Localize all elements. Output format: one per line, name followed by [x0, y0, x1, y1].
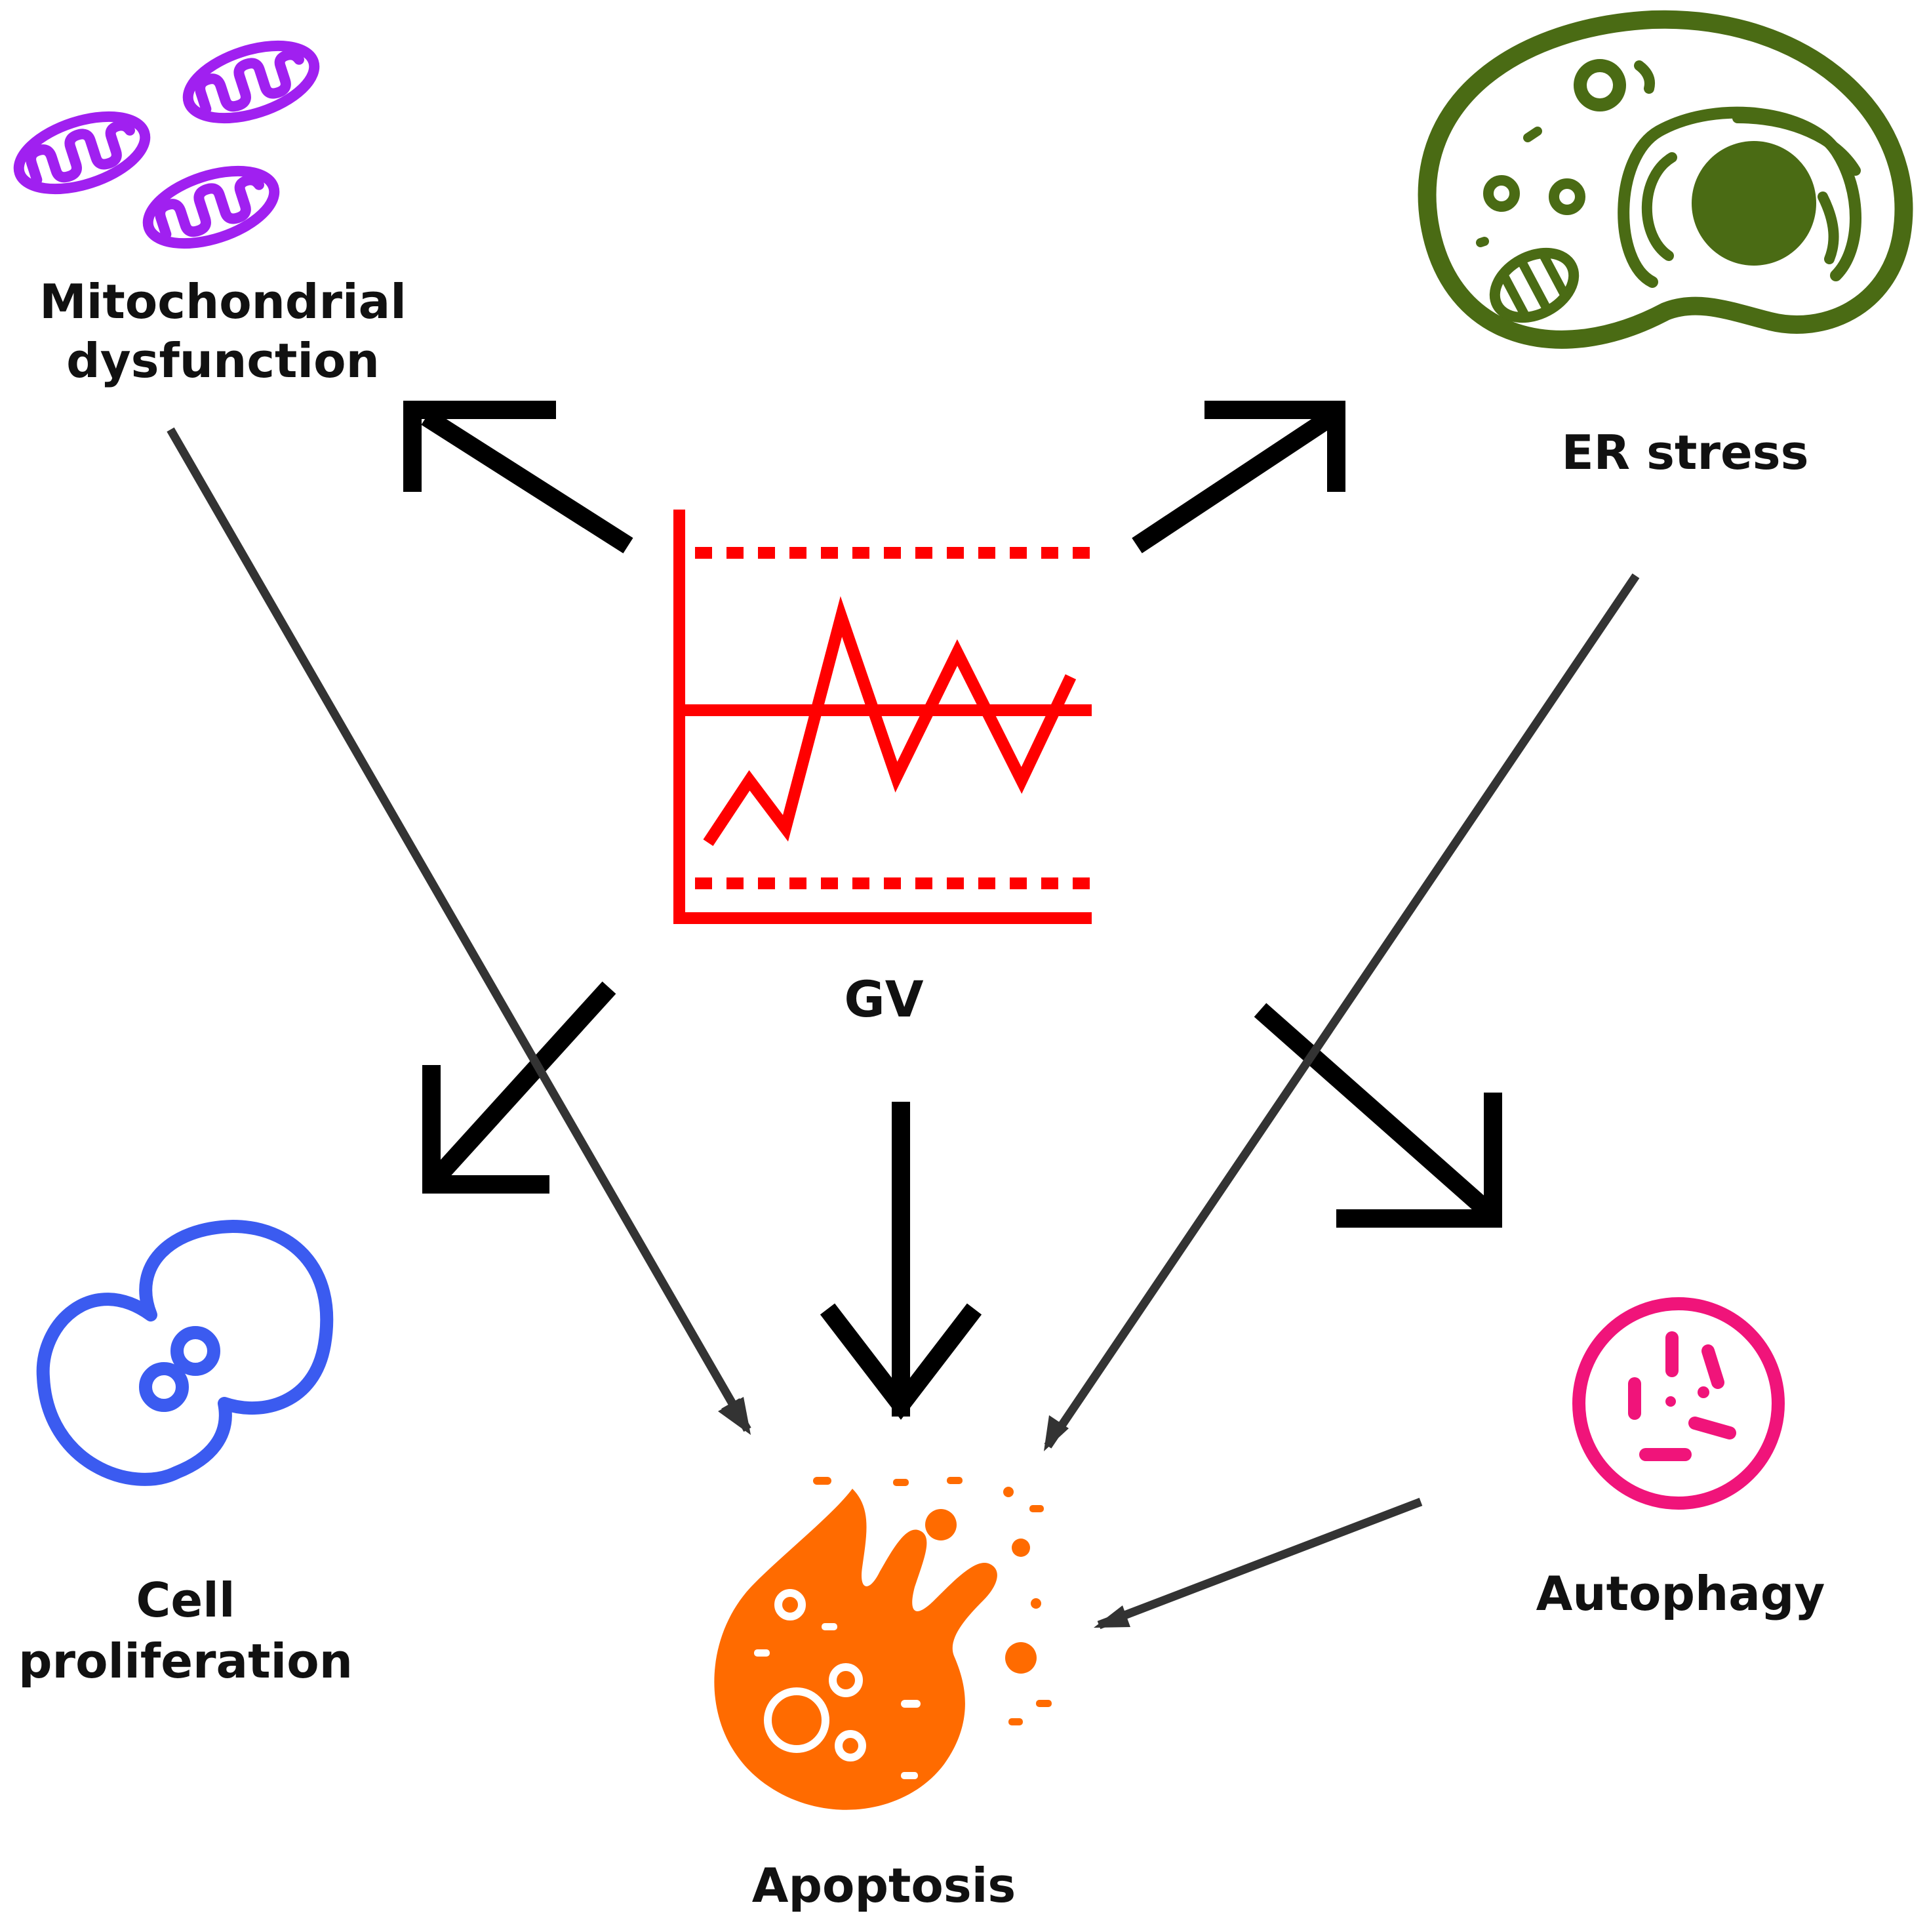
- autophagy-label: Autophagy: [1536, 1566, 1825, 1621]
- gv-arrows: [403, 401, 1502, 1420]
- arrow-gv-to-cell-proliferation: [422, 981, 616, 1194]
- cell-er-icon: [1418, 10, 1913, 349]
- gv-label: GV: [844, 970, 923, 1028]
- mitochondrial-label-line1: Mitochondrial: [39, 274, 407, 329]
- arrow-er-stress-to-apoptosis: [1044, 573, 1640, 1449]
- autophagy-icon: [1572, 1297, 1785, 1510]
- arrowhead-autophagy: [1094, 1605, 1130, 1628]
- arrow-autophagy-to-apoptosis: [1097, 1497, 1423, 1630]
- thin-arrowheads: [718, 1397, 1130, 1628]
- arrow-mitochondrial-to-apoptosis: [167, 427, 751, 1432]
- arrow-gv-to-mitochondrial: [403, 401, 633, 553]
- cell-proliferation-icon: [36, 1220, 334, 1486]
- thin-arrows: [167, 427, 1640, 1630]
- arrowhead-er-stress: [1044, 1415, 1069, 1451]
- arrow-gv-to-er-stress: [1132, 401, 1345, 553]
- arrow-gv-to-autophagy: [1254, 1003, 1502, 1228]
- cell-proliferation-label-line2: proliferation: [18, 1634, 353, 1689]
- mitochondria-icon: [13, 40, 320, 249]
- apoptosis-icon: [714, 1477, 1052, 1810]
- gv-chart-icon: [673, 510, 1092, 924]
- cell-proliferation-label-line1: Cell: [136, 1573, 235, 1628]
- apoptosis-label: Apoptosis: [752, 1858, 1016, 1913]
- nucleus-icon: [1692, 141, 1816, 266]
- mitochondrial-label-line2: dysfunction: [66, 333, 380, 388]
- er-stress-label: ER stress: [1561, 425, 1808, 480]
- arrow-gv-to-apoptosis: [820, 1102, 982, 1420]
